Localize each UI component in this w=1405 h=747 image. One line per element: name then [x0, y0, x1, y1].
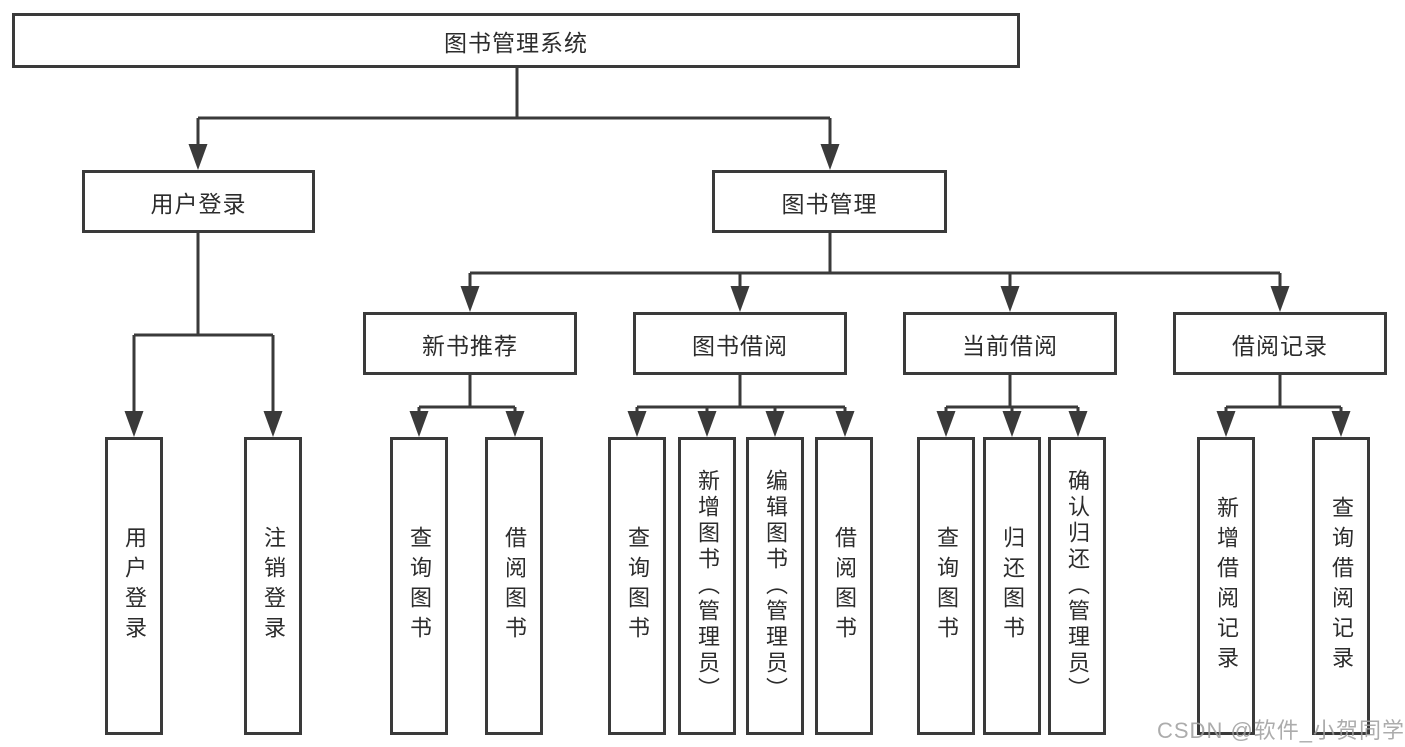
- node-user-login: 用户登录: [82, 170, 315, 233]
- node-library-management-system: 图书管理系统: [12, 13, 1020, 68]
- leaf-query-books-borrowing: 查询图书: [608, 437, 666, 735]
- leaf-label: 注销登录: [261, 526, 286, 646]
- node-book-borrowing: 图书借阅: [633, 312, 847, 375]
- leaf-confirm-return-admin: 确认归还（管理员）: [1048, 437, 1106, 735]
- leaf-label: 借阅图书: [832, 526, 857, 646]
- leaf-label: 借阅图书: [502, 526, 527, 646]
- node-borrowing-records: 借阅记录: [1173, 312, 1387, 375]
- node-label: 图书管理系统: [444, 29, 588, 56]
- node-label: 借阅记录: [1232, 332, 1328, 359]
- node-label: 当前借阅: [962, 332, 1058, 359]
- leaf-label: 查询图书: [625, 526, 650, 646]
- node-current-borrowing: 当前借阅: [903, 312, 1117, 375]
- leaf-label: 新增图书（管理员）: [695, 469, 720, 703]
- leaf-label: 归还图书: [1000, 526, 1025, 646]
- node-label: 新书推荐: [422, 332, 518, 359]
- leaf-label: 确认归还（管理员）: [1065, 469, 1090, 703]
- leaf-edit-books-admin: 编辑图书（管理员）: [746, 437, 804, 735]
- leaf-label: 用户登录: [122, 526, 147, 646]
- leaf-label: 查询图书: [407, 526, 432, 646]
- node-label: 图书借阅: [692, 332, 788, 359]
- leaf-query-borrow-record: 查询借阅记录: [1312, 437, 1370, 735]
- leaf-user-login: 用户登录: [105, 437, 163, 735]
- leaf-label: 查询图书: [934, 526, 959, 646]
- node-label: 用户登录: [150, 190, 247, 217]
- csdn-watermark: CSDN @软件_小贺同学: [1157, 718, 1405, 743]
- node-label: 图书管理: [781, 190, 878, 217]
- leaf-add-books-admin: 新增图书（管理员）: [678, 437, 736, 735]
- leaf-label: 新增借阅记录: [1214, 496, 1239, 676]
- leaf-add-borrow-record: 新增借阅记录: [1197, 437, 1255, 735]
- leaf-label: 查询借阅记录: [1329, 496, 1354, 676]
- leaf-return-books: 归还图书: [983, 437, 1041, 735]
- node-new-book-recommendation: 新书推荐: [363, 312, 577, 375]
- leaf-query-books-current: 查询图书: [917, 437, 975, 735]
- leaf-query-books-recommend: 查询图书: [390, 437, 448, 735]
- leaf-label: 编辑图书（管理员）: [763, 469, 788, 703]
- leaf-borrow-books-recommend: 借阅图书: [485, 437, 543, 735]
- node-book-management: 图书管理: [712, 170, 947, 233]
- leaf-borrow-books-borrowing: 借阅图书: [815, 437, 873, 735]
- leaf-logout-login: 注销登录: [244, 437, 302, 735]
